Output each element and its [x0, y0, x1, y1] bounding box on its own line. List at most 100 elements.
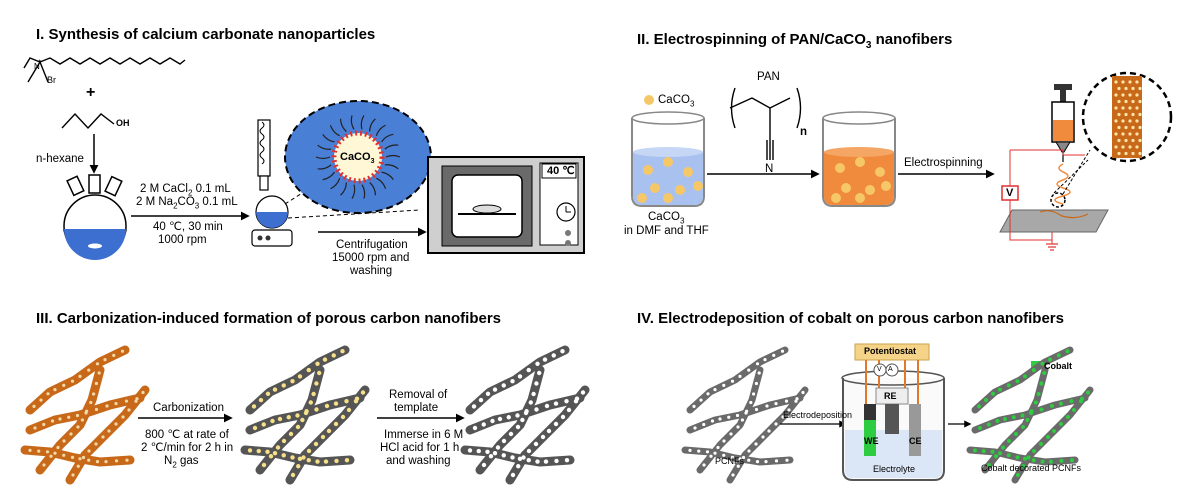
- particle: [1138, 151, 1142, 156]
- particle: [1114, 93, 1118, 97]
- fiber-dot: [1021, 425, 1025, 429]
- fiber-dot: [87, 449, 91, 453]
- fiber-dot: [290, 472, 296, 478]
- electrospinning-label: Electrospinning: [904, 157, 983, 169]
- particle: [865, 185, 875, 195]
- fiber-dot: [995, 419, 1000, 423]
- fiber-dot: [1023, 456, 1027, 461]
- fiber-dot: [754, 407, 759, 412]
- fiber-dot: [540, 434, 546, 440]
- fiber-strand: [460, 445, 575, 467]
- fiber-dot: [95, 362, 100, 366]
- section-3-title: III. Carbonization-induced formation of …: [36, 310, 502, 327]
- fiber-dot: [85, 409, 89, 413]
- particle: [1138, 138, 1142, 143]
- pcnfs-label: PCNFs: [715, 456, 744, 466]
- fiber-dot: [730, 455, 735, 459]
- fiber-dot: [92, 392, 96, 396]
- fiber-dot: [981, 449, 986, 454]
- fiber-dot: [344, 398, 349, 404]
- fiber-dot: [1033, 400, 1038, 405]
- particle: [1128, 80, 1132, 84]
- fiber-dot: [301, 455, 306, 460]
- particle: [1135, 145, 1139, 149]
- fiber-dot: [1026, 455, 1031, 460]
- fiber-dot: [1052, 429, 1056, 433]
- fiber-dot: [324, 403, 330, 409]
- fiber-dot: [1042, 371, 1047, 375]
- fiber-dot: [295, 413, 300, 418]
- fiber-dot: [89, 400, 93, 405]
- fiber-dot: [713, 451, 717, 455]
- beaker-solvent-label: in DMF and THF: [624, 225, 709, 237]
- fiber-dot: [300, 417, 305, 423]
- particle: [1135, 119, 1139, 123]
- fiber-dot: [566, 407, 572, 413]
- particle: [1121, 106, 1125, 110]
- fiber-strand: [966, 446, 1079, 466]
- fiber-dot: [1056, 353, 1061, 358]
- section-2-title-sub: 3: [865, 40, 872, 51]
- fiber-dot: [560, 349, 565, 354]
- fiber-dot: [286, 415, 291, 420]
- counter-electrode-label: CE: [909, 436, 922, 446]
- fiber-dot: [135, 397, 139, 401]
- fiber-strand: [686, 394, 804, 434]
- pan-repeat-n: n: [800, 126, 808, 138]
- fiber-dot: [333, 421, 339, 427]
- particle: [663, 157, 673, 167]
- fiber-dot: [323, 459, 329, 464]
- pcnf-fibers: [681, 346, 809, 484]
- na2co3-label: 2 M Na2CO3 0.1 mL: [136, 196, 238, 211]
- fiber-dot: [1006, 383, 1011, 388]
- fiber-dot: [535, 361, 540, 366]
- fiber-dot: [467, 448, 473, 453]
- section-2-title-prefix: II. Electrospinning of PAN/CaCO: [637, 31, 866, 48]
- fiber-dot: [281, 438, 287, 444]
- electrodeposition-label: Electrodeposition: [783, 410, 853, 420]
- particle: [1121, 93, 1125, 97]
- fiber-dot: [103, 358, 107, 362]
- fiber-dot: [485, 449, 490, 454]
- fiber-dot: [261, 422, 266, 427]
- fiber-dot: [306, 448, 312, 454]
- fiber-dot: [297, 374, 303, 379]
- surfactant-tail: [330, 177, 341, 190]
- fiber-dot: [1036, 392, 1041, 396]
- fiber-dot: [275, 445, 281, 450]
- particle: [1131, 125, 1135, 130]
- particle: [1128, 145, 1132, 149]
- fiber-dot: [481, 462, 487, 468]
- fiber-dot: [781, 415, 785, 419]
- surfactant-tail: [381, 171, 394, 181]
- fiber-dot: [1003, 417, 1007, 421]
- fiber-dot: [747, 458, 751, 462]
- fiber-dot: [515, 413, 520, 418]
- particle: [1124, 86, 1128, 91]
- section-4-title: IV. Electrodeposition of cobalt on porou…: [637, 310, 1064, 327]
- fiber-dot: [481, 422, 486, 427]
- fiber-dot: [317, 370, 322, 376]
- particle: [1117, 86, 1121, 91]
- oven-temperature: 40 ℃: [547, 165, 575, 177]
- fiber-dot: [526, 458, 531, 463]
- fiber-dot: [288, 431, 294, 437]
- fiber-dot: [322, 357, 328, 362]
- fiber-dot: [69, 432, 73, 436]
- fiber-dot: [311, 391, 316, 397]
- fiber-dot: [710, 419, 715, 423]
- fiber-dot: [747, 449, 751, 453]
- surfactant-tail: [339, 118, 347, 132]
- fiber-dot: [1048, 357, 1052, 362]
- particle: [683, 167, 693, 177]
- bromide-label: Br: [47, 75, 56, 85]
- fiber-dot: [62, 383, 66, 387]
- particle: [855, 193, 865, 203]
- particle: [1114, 119, 1118, 123]
- fiber-dot: [1001, 445, 1005, 450]
- fiber-dot: [70, 379, 75, 383]
- plus-sign: +: [86, 84, 96, 101]
- condition-temp: 40 ℃, 30 min: [153, 221, 223, 233]
- fiber-dot: [564, 398, 569, 404]
- particle: [1117, 125, 1121, 130]
